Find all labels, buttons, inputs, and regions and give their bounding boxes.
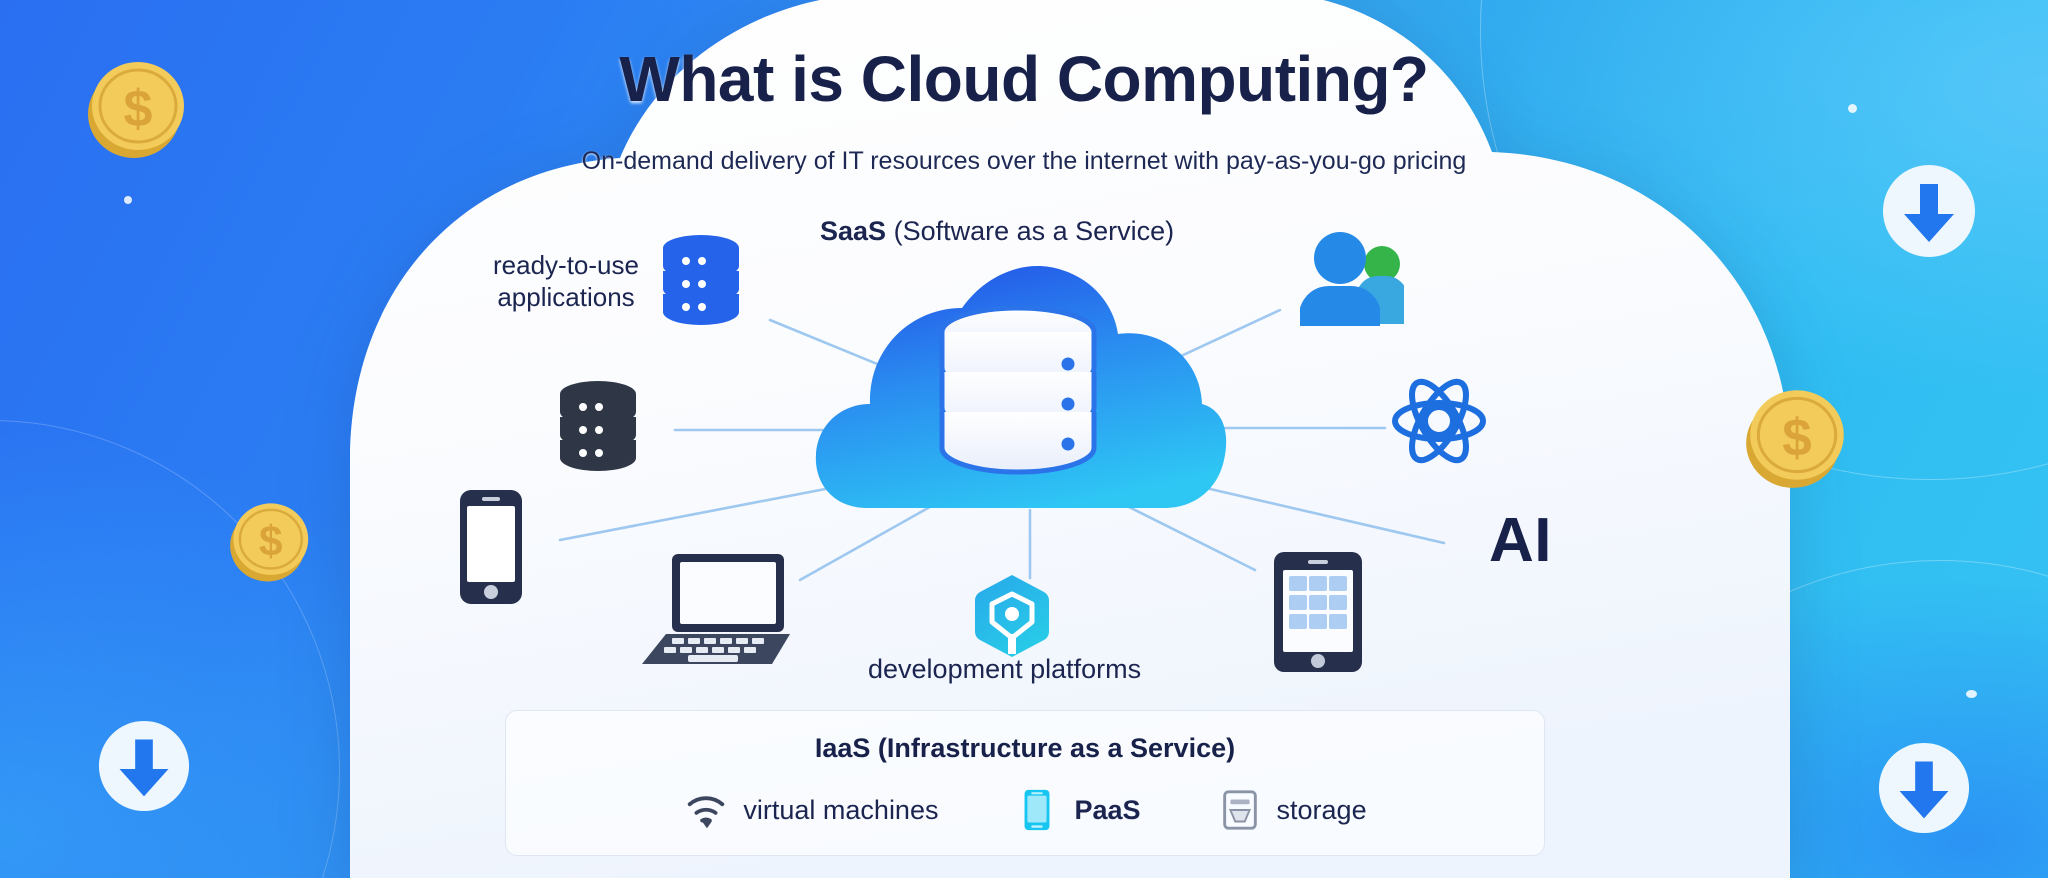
iaas-item-label: virtual machines: [743, 794, 939, 825]
blue-database-icon: [663, 235, 739, 325]
iaas-item-label: PaaS: [1074, 794, 1141, 825]
iaas-item-label: storage: [1276, 794, 1367, 825]
download-arrow-icon[interactable]: [1880, 162, 1978, 260]
dark-database-icon: [560, 381, 636, 471]
iaas-item-paas[interactable]: PaaS: [1014, 787, 1141, 833]
svg-text:$: $: [1782, 408, 1811, 467]
iaas-item-virtual-machines[interactable]: virtual machines: [683, 787, 938, 833]
ready-line-1: ready-to-use: [493, 250, 639, 280]
mobile-phone-icon: [1025, 789, 1050, 831]
dollar-coin-icon: $: [230, 503, 309, 582]
ready-to-use-applications-label: ready-to-use applications: [466, 250, 666, 313]
iaas-panel-items: virtual machines PaaS storage: [506, 787, 1544, 833]
background-dot: [1966, 690, 1977, 698]
page-title: What is Cloud Computing?: [619, 43, 1429, 115]
development-platforms-label: development platforms: [868, 654, 1142, 684]
svg-text:$: $: [124, 80, 153, 138]
iaas-item-storage[interactable]: storage: [1217, 787, 1367, 833]
download-arrow-icon[interactable]: [1876, 740, 1972, 836]
background-dot: [1848, 104, 1857, 113]
wifi-icon: [688, 796, 725, 829]
saas-label: SaaS (Software as a Service): [820, 216, 1174, 247]
ready-line-2: applications: [497, 281, 635, 312]
iaas-panel-title: IaaS (Infrastructure as a Service): [814, 733, 1236, 763]
users-icon: [1300, 232, 1404, 326]
hexagon-platform-icon: [974, 575, 1050, 657]
background-dot: [124, 196, 132, 204]
cloud-with-database-icon: [815, 266, 1227, 508]
laptop-icon: [642, 554, 790, 664]
iaas-panel: IaaS (Infrastructure as a Service) virtu…: [505, 710, 1545, 856]
dollar-coin-icon: $: [1746, 390, 1844, 488]
saas-expansion: (Software as a Service): [893, 216, 1175, 246]
svg-text:$: $: [259, 517, 283, 564]
storage-icon: [1222, 790, 1257, 830]
download-arrow-icon[interactable]: [96, 718, 192, 814]
saas-abbr: SaaS: [820, 216, 887, 246]
dollar-coin-icon: $: [88, 62, 184, 158]
smartphone-icon: [460, 490, 522, 604]
page-subtitle: On-demand delivery of IT resources over …: [581, 147, 1467, 175]
ai-label: AI: [1489, 506, 1552, 575]
tablet-icon: [1274, 552, 1362, 672]
atom-icon: [1392, 378, 1486, 464]
